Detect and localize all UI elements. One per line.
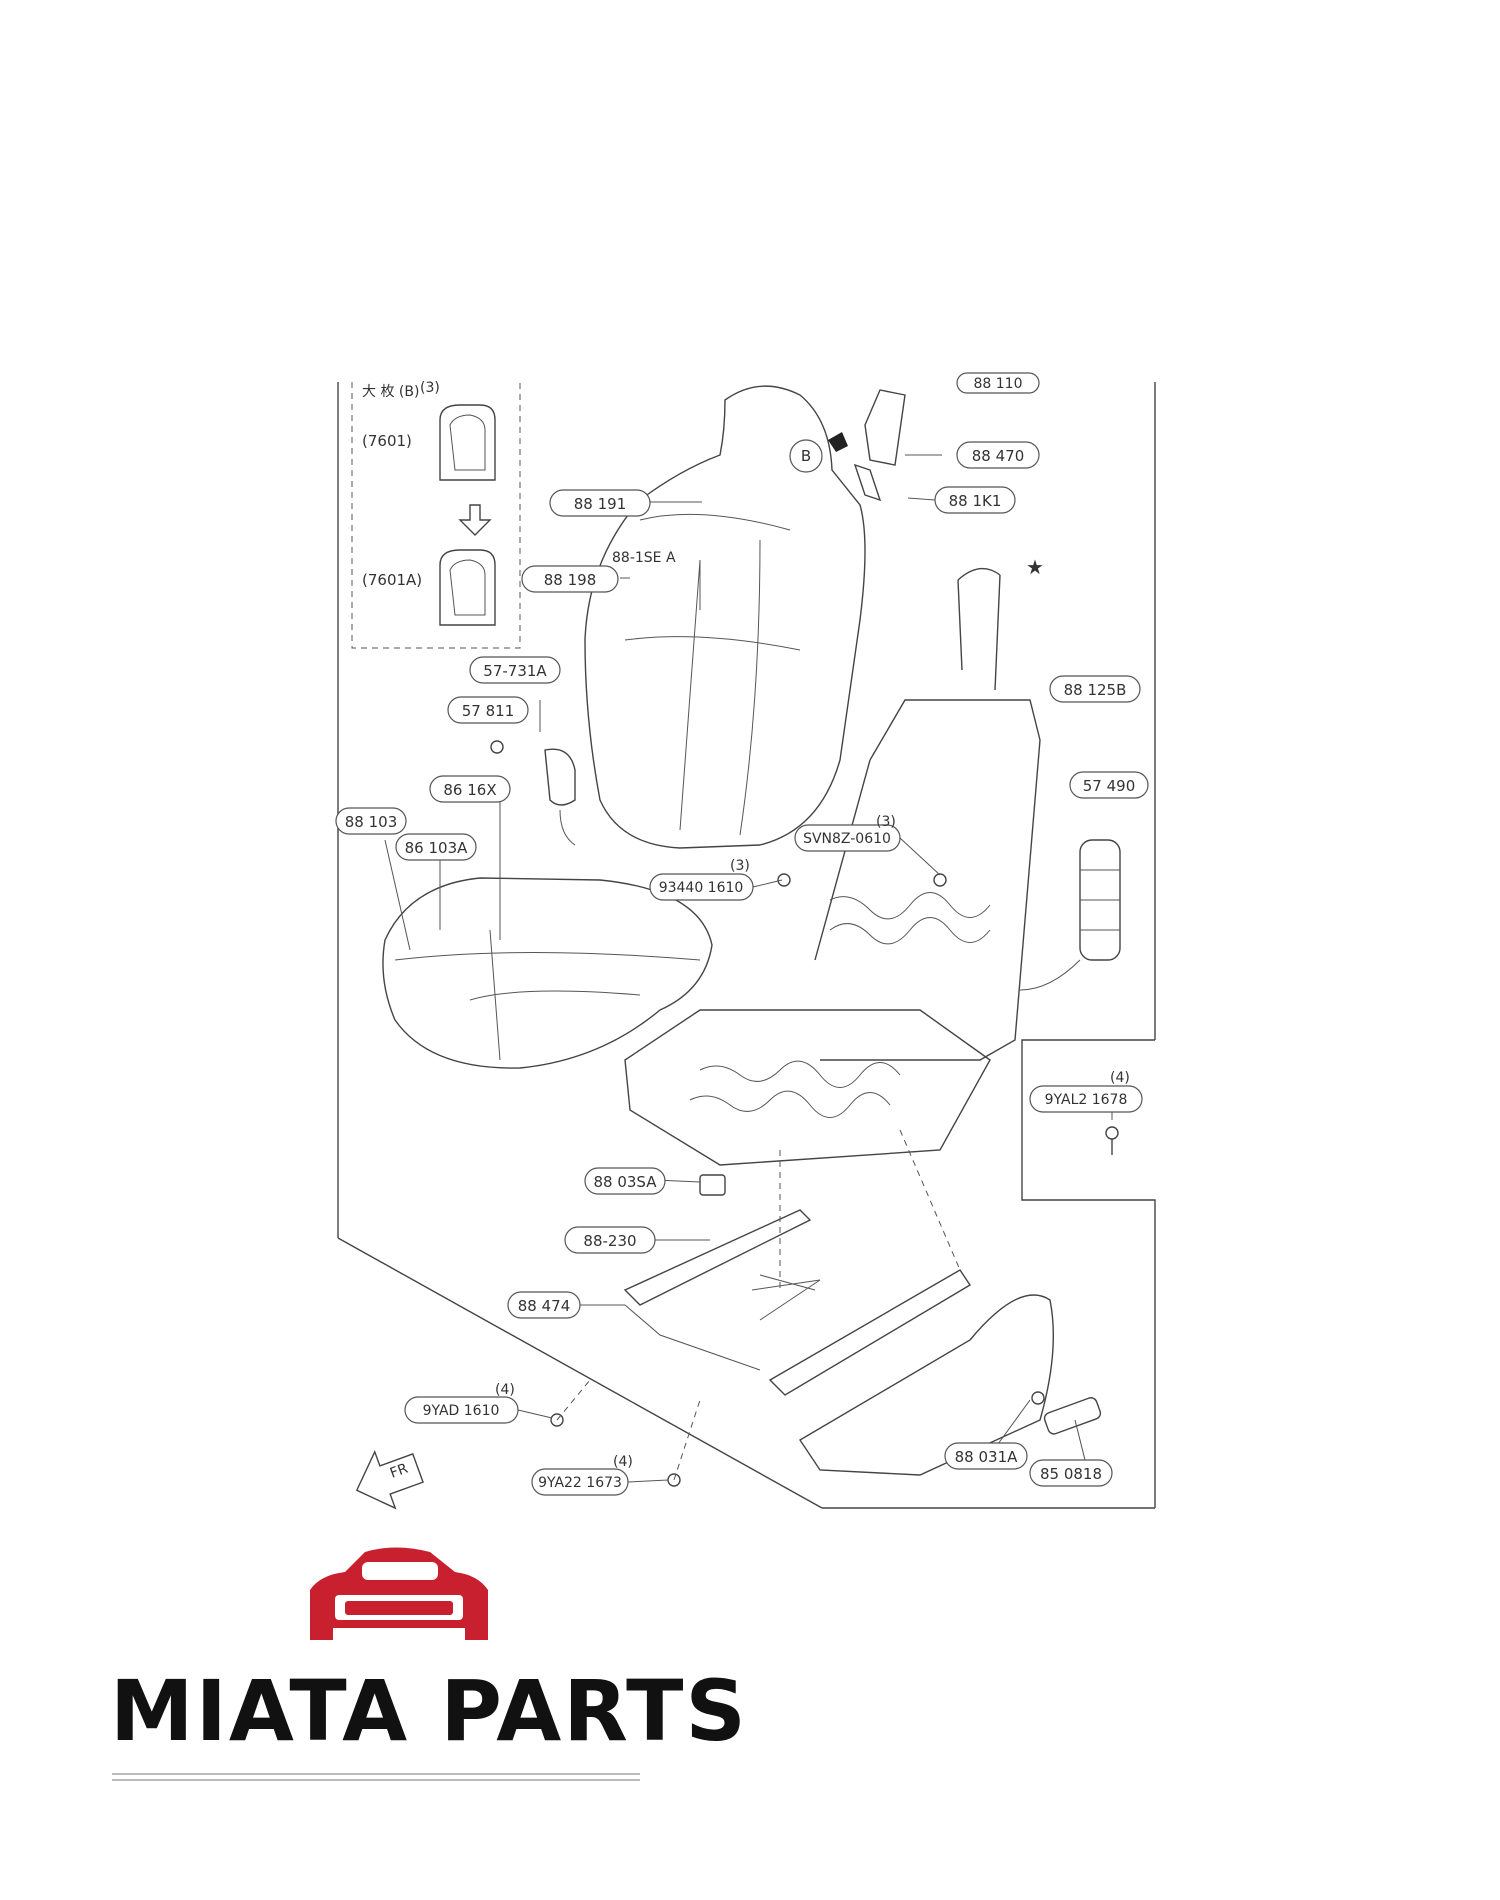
part-88191: 88 191 [574, 495, 627, 513]
logo-underline-stripes [112, 1773, 640, 1781]
callout-pills: 88 191 88-1SE A 88 198 57-731A 57 811 86… [335, 372, 1149, 1496]
part-88125b: 88 125B [1064, 681, 1127, 699]
part-88470: 88 470 [972, 447, 1025, 465]
part-57731a: 57-731A [483, 662, 547, 680]
part-7601a: (7601A) [362, 571, 422, 589]
seat-base-frame [624, 1009, 991, 1166]
inset-header: 大 枚 (B) [362, 384, 419, 400]
bubble-mark-6: (4) [613, 1454, 633, 1470]
part-88031a: 88 031A [955, 1448, 1018, 1466]
part-57811: 57 811 [462, 702, 515, 720]
arrow-marker-icon [828, 432, 848, 452]
part-881se: 88-1SE A [612, 550, 676, 566]
part-57490: 57 490 [1083, 777, 1136, 795]
part-top: 88 110 [974, 376, 1023, 392]
bubble-mark-5: (4) [495, 1382, 515, 1398]
callout-b: B [801, 447, 811, 465]
part-880818: 85 0818 [1040, 1465, 1102, 1483]
part-93440: 93440 1610 [659, 880, 744, 896]
brand-logo: MIATA PARTS [110, 1547, 748, 1781]
bubble-mark-4: (4) [1110, 1070, 1130, 1086]
small-parts [490, 389, 1119, 1487]
seat-cushion [382, 877, 713, 1069]
leader-lines [384, 454, 1113, 1483]
side-airbag-module [1019, 839, 1121, 991]
front-label: FR [388, 1461, 410, 1482]
part-88474: 88 474 [518, 1297, 571, 1315]
part-88230: 88-230 [583, 1232, 636, 1250]
car-logo-icon [310, 1547, 488, 1640]
front-direction-arrow-icon: FR [355, 1449, 424, 1510]
part-881k1: 88 1K1 [949, 492, 1002, 510]
seat-back-cushion [584, 385, 866, 849]
seat-back-frame [814, 567, 1041, 1061]
seat-rails [623, 1209, 971, 1396]
inset-box: 大 枚 (B) (7601) (7601A) [351, 382, 521, 649]
diagram-frame [337, 382, 1156, 1509]
bubble-mark-1: (3) [420, 380, 440, 396]
part-9yal: 9YAL2 1678 [1045, 1092, 1128, 1108]
part-8803sa: 88 03SA [593, 1173, 657, 1191]
part-88198: 88 198 [544, 571, 597, 589]
part-88103: 88 103 [345, 813, 398, 831]
part-8810ea: 86 103A [405, 839, 468, 857]
part-9ya22: 9YA22 1673 [538, 1475, 622, 1491]
bubble-mark-3: (3) [730, 858, 750, 874]
part-8816x: 86 16X [443, 781, 496, 799]
star-icon: ★ [1026, 555, 1044, 579]
brand-name: MIATA PARTS [110, 1662, 748, 1760]
part-svn: SVN8Z-0610 [803, 831, 891, 847]
bubble-marks: B (3) (3) (3) (4) (4) (4) [420, 380, 1130, 1470]
part-9yad: 9YAD 1610 [423, 1403, 500, 1419]
bubble-mark-2: (3) [876, 814, 896, 830]
part-7601: (7601) [362, 432, 412, 450]
